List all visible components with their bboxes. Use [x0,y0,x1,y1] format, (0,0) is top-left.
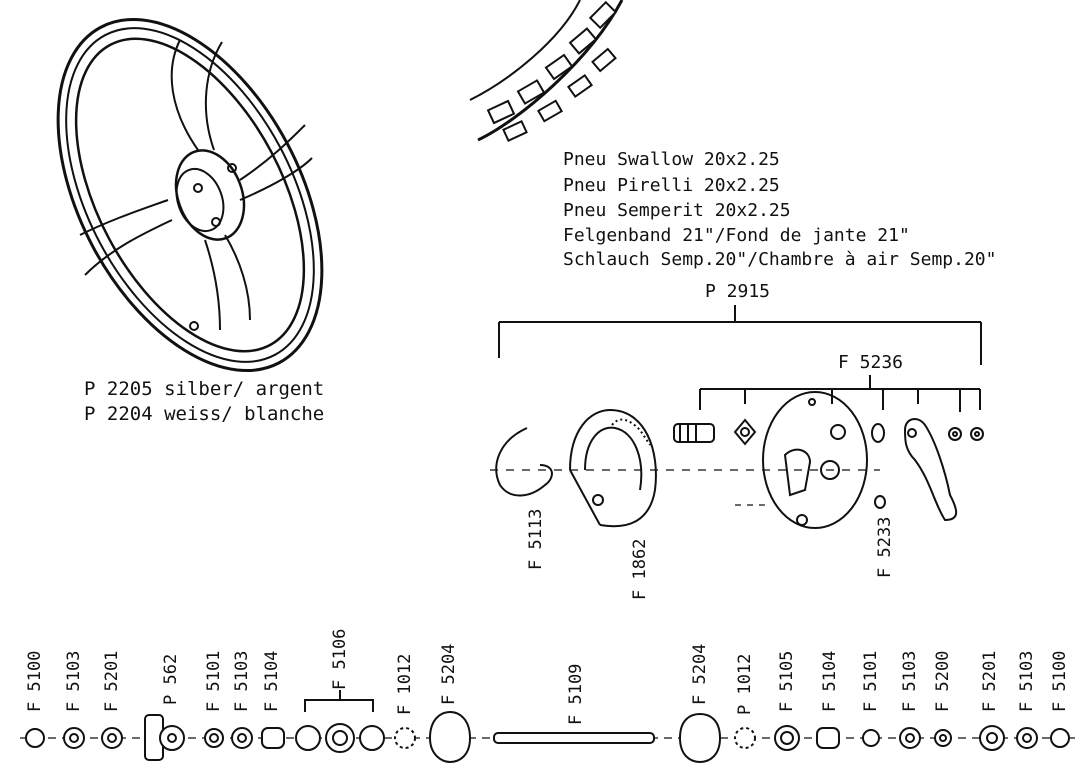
wheel-label-white: P 2204 weiss/ blanche [84,403,325,425]
axle-part-label: F 5101 [204,650,224,712]
tire-tread-drawing [469,0,624,142]
adjuster-bolt-drawing [673,423,715,443]
axle-part-label: F 5109 [566,663,586,725]
tire-label-tube: Schlauch Semp.20"/Chambre à air Semp.20" [563,249,997,270]
tire-label-swallow: Pneu Swallow 20x2.25 [563,149,780,170]
tire-label-rim-tape: Felgenband 21"/Fond de jante 21" [563,225,910,246]
axle-part-label: F 5106 [330,628,350,690]
axle-part-label: F 5103 [64,650,84,712]
axle-part-label: P 562 [161,653,181,705]
retaining-ring-code: F 5113 [526,508,546,570]
brake-lever-drawing [903,418,958,522]
axle-part-label: F 5201 [102,650,122,712]
brake-plate-code: F 5236 [838,352,904,373]
axle-parts-row [25,710,1070,764]
axle-part-label: F 5204 [439,643,459,705]
axle-part-label: F 5105 [777,650,797,712]
axle-part-label: F 5104 [262,650,282,712]
nut-washer-drawing [948,427,984,441]
brake-shoe-code: F 1862 [630,538,650,600]
f5106-bracket [304,690,374,712]
axle-part-label: F 5103 [1017,650,1037,712]
axle-part-label: P 1012 [735,653,755,715]
axle-part-label: F 1012 [395,653,415,715]
brake-assembly-code: P 2915 [705,281,771,302]
axle-part-label: F 5100 [1050,650,1070,712]
axle-part-label: F 5100 [25,650,45,712]
brake-assembly-bracket [498,305,982,365]
brake-plate-bracket [699,375,981,412]
axle-part-label: F 5204 [690,643,710,705]
brake-nut-code: F 5233 [875,516,895,578]
small-washer-drawing [871,423,886,509]
brake-plate-drawing [762,391,868,529]
brake-shoe-drawing [569,408,657,528]
seal-washer-drawing [733,418,757,446]
axle-part-label: F 5201 [980,650,1000,712]
axle-part-label: F 5104 [820,650,840,712]
wheel-label-silver: P 2205 silber/ argent [84,378,325,400]
axle-part-label: F 5103 [900,650,920,712]
tire-label-pirelli: Pneu Pirelli 20x2.25 [563,175,780,196]
axle-part-label: F 5103 [232,650,252,712]
retaining-ring-drawing [495,427,553,497]
tire-label-semperit: Pneu Semperit 20x2.25 [563,200,791,221]
cast-wheel-drawing [56,17,324,373]
axle-part-label: F 5101 [861,650,881,712]
axle-part-label: F 5200 [933,650,953,712]
